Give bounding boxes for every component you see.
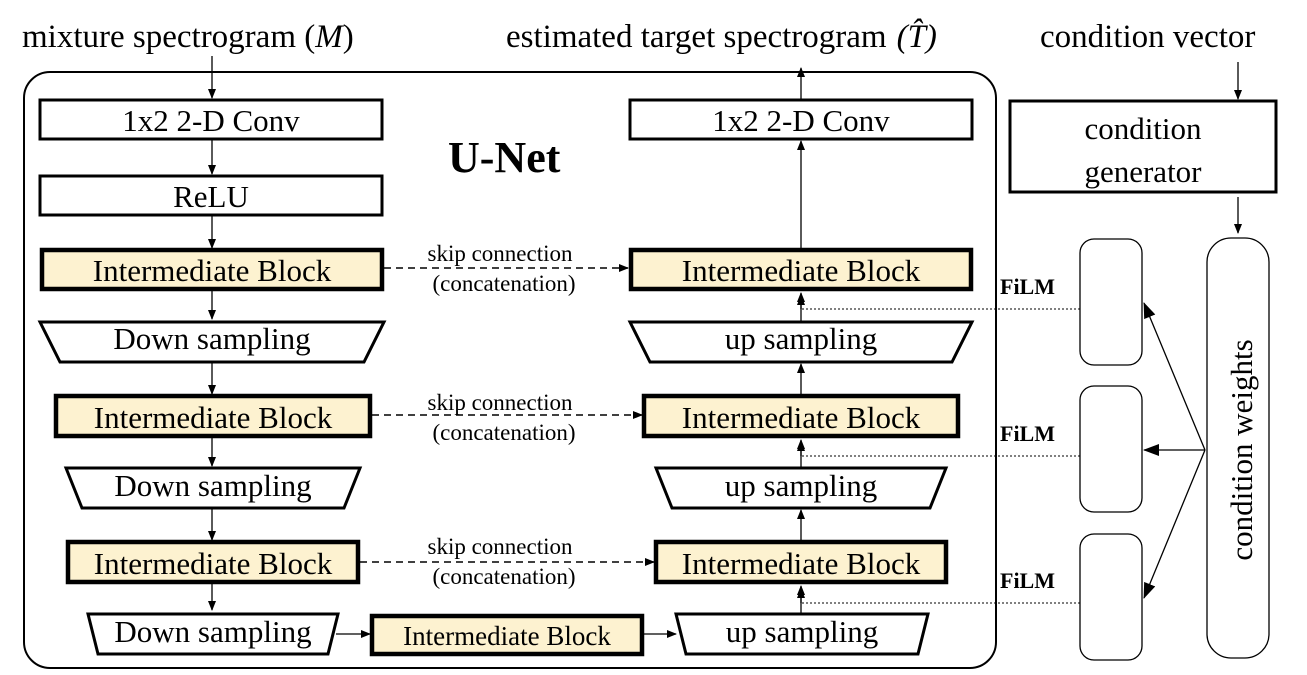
film-box-1 (1079, 238, 1143, 366)
encoder-intermediate-label-1: Intermediate Block (93, 253, 332, 288)
decoder-intermediate-label-3: Intermediate Block (682, 546, 921, 581)
decoder-up-sampling-1 (627, 320, 975, 364)
encoder-relu-label: ReLU (173, 179, 249, 214)
unet-title: U-Net (448, 133, 561, 182)
encoder-intermediate-block-1 (39, 247, 385, 292)
condition-generator-box (1008, 99, 1278, 194)
decoder-up-label-1: up sampling (725, 321, 877, 356)
decoder-conv-box (628, 98, 974, 141)
condition-weights-label: condition weights (1224, 339, 1259, 560)
condition-weights-box (1206, 237, 1270, 659)
encoder-down-sampling-1 (37, 320, 387, 364)
decoder-intermediate-block-1 (628, 247, 974, 292)
encoder-relu-box (38, 174, 384, 217)
skip-connection-label-2b: (concatenation) (432, 420, 575, 445)
decoder-intermediate-label-1: Intermediate Block (682, 253, 921, 288)
decoder-up-sampling-3 (674, 612, 930, 656)
film-box-2 (1079, 385, 1143, 513)
encoder-down-label-2: Down sampling (114, 468, 311, 503)
skip-connection-label-3a: skip connection (428, 534, 573, 559)
encoder-down-sampling-3 (86, 612, 340, 656)
encoder-conv-box (38, 98, 384, 141)
bottleneck-intermediate-block (369, 613, 645, 657)
condition-generator-label-2: generator (1084, 154, 1202, 189)
encoder-intermediate-block-2 (53, 393, 373, 439)
encoder-down-label-3: Down sampling (114, 614, 311, 649)
encoder-down-sampling-2 (63, 466, 363, 510)
skip-connection-label-1a: skip connection (428, 241, 573, 266)
film-label-1: FiLM (1000, 274, 1055, 299)
encoder-intermediate-label-3: Intermediate Block (94, 546, 333, 581)
film-box-3 (1079, 533, 1143, 661)
encoder-intermediate-block-3 (65, 539, 361, 585)
encoder-down-label-1: Down sampling (113, 321, 310, 356)
unet-container (23, 71, 997, 669)
decoder-conv-label: 1x2 2-D Conv (712, 103, 890, 138)
output-label: estimated target spectrogram(T̂) (506, 18, 937, 55)
encoder-intermediate-label-2: Intermediate Block (94, 400, 333, 435)
skip-connection-label-1b: (concatenation) (432, 271, 575, 296)
condition-generator-label-1: condition (1084, 111, 1202, 146)
film-label-2: FiLM (1000, 421, 1055, 446)
decoder-intermediate-block-3 (653, 539, 949, 585)
input-label: mixture spectrogram (M) (22, 19, 354, 55)
decoder-intermediate-label-2: Intermediate Block (682, 400, 921, 435)
film-label-3: FiLM (1000, 568, 1055, 593)
decoder-up-label-3: up sampling (726, 614, 878, 649)
skip-connection-label-2a: skip connection (428, 390, 573, 415)
skip-connection-label-3b: (concatenation) (432, 564, 575, 589)
encoder-conv-label: 1x2 2-D Conv (122, 103, 300, 138)
bottleneck-intermediate-label: Intermediate Block (403, 621, 611, 651)
decoder-intermediate-block-2 (641, 393, 961, 439)
condition-vector-label: condition vector (1040, 19, 1255, 55)
decoder-up-sampling-2 (653, 466, 949, 510)
decoder-up-label-2: up sampling (725, 468, 877, 503)
